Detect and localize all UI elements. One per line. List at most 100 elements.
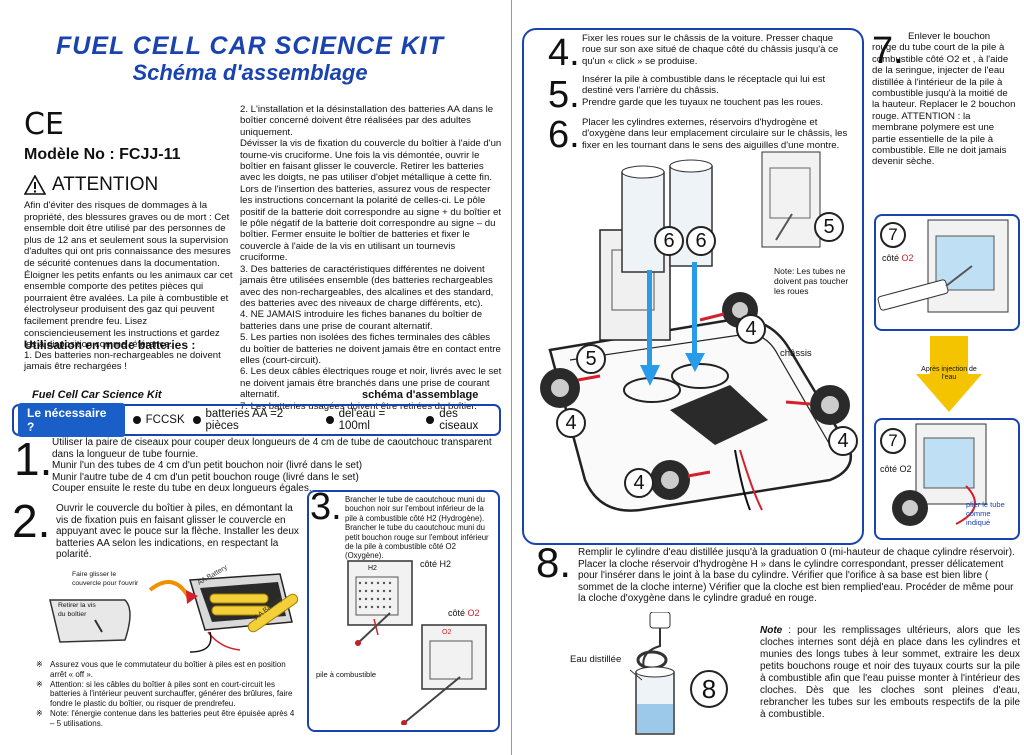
battery-note: ※ Assurez vous que le commutateur du boît… (36, 660, 300, 680)
step-3-panel (307, 490, 500, 732)
batteries-rule-7: 7. Les batteries usagées doivent être re… (240, 400, 477, 412)
arrow-down-icon (916, 336, 982, 412)
refill-note-label: Note (760, 625, 783, 636)
step-7-badge: 7 (880, 428, 906, 454)
label-o2-side-after: côté O2 (880, 464, 912, 474)
band-kit-name: Fuel Cell Car Science Kit (32, 389, 162, 401)
batteries-rule-4: 4. NE JAMAIS introduire les fiches banan… (240, 309, 483, 332)
label-bend-tube: plier le tube comme indiqué (966, 500, 1005, 527)
step-7-number: 7. (872, 30, 904, 72)
batteries-rule-2b: Dévisser la vis de fixation du couvercle… (240, 138, 502, 184)
battery-note: ※ Note: l'énergie contenue dans les batte… (36, 708, 300, 729)
label-distilled-water: Eau distillée (570, 654, 622, 665)
note-text: Note: l'énergie contenue dans les batter… (50, 708, 295, 728)
step-badge-6: 6 (654, 226, 684, 256)
battery-notes: ※ Assurez vous que le commutateur du boît… (36, 660, 300, 729)
step-7-text: Enlever le bouchon rouge du tube court d… (872, 31, 1016, 168)
page-fold (511, 0, 512, 755)
step-6-number: 6. (548, 114, 580, 156)
model-number: Modèle No : FCJJ-11 (24, 146, 181, 163)
step-7-inset-before (874, 214, 1020, 331)
batteries-rule-1: 1. Des batteries non-rechargeables ne do… (24, 350, 221, 373)
refill-note-text: : pour les remplissages ultérieurs, alor… (760, 625, 1020, 720)
label-o2-side: côté O2 (882, 253, 914, 263)
label-fuel-cell: pile à combustible (316, 670, 377, 679)
requirement-label: del'eau = 100ml (338, 408, 386, 432)
band-section-name: schéma d'assemblage (362, 389, 479, 401)
requirements-bar: Le nécessaire ? FCCSK batteries AA =2 pi… (12, 403, 501, 437)
note-mark-icon: ※ (36, 708, 43, 718)
label-remove-screw: Retirer la vis du boîtier (58, 602, 96, 618)
attention-heading-row: ATTENTION (24, 174, 158, 196)
requirement-item: des ciseaux (426, 408, 499, 432)
step-5-number: 5. (548, 74, 580, 116)
label-side-text: côté (882, 253, 902, 263)
batteries-rules-column: 2. L'installation et la désinstallation … (240, 104, 502, 412)
step-badge-4: 4 (828, 426, 858, 456)
diagram-note: Note: Les tubes ne doivent pas toucher l… (774, 266, 849, 296)
step-5-line: Prendre garde que les tuyaux ne touchent… (582, 96, 824, 108)
step-4-number: 4. (548, 32, 580, 74)
requirement-item: del'eau = 100ml (325, 408, 419, 432)
bullet-icon (426, 416, 435, 424)
requirement-label: des ciseaux (439, 408, 479, 432)
step-8-number: 8. (536, 539, 572, 586)
batteries-rule-5: 5. Les parties non isolées des fiches te… (240, 332, 501, 366)
batteries-rule-2: 2. L'installation et la désinstallation … (240, 104, 494, 138)
step-badge-4: 4 (556, 408, 586, 438)
requirement-label: batteries AA =2 pièces (205, 408, 284, 432)
battery-note: ※Attention: si les câbles du boîtier à p… (36, 679, 300, 709)
label-after-injection: Après injection de l'eau (921, 366, 977, 381)
step-badge-5: 5 (576, 344, 606, 374)
refill-note: Note : pour les remplissages ultérieurs,… (760, 625, 1020, 721)
step-7-inset-after (874, 418, 1020, 540)
car-assembly-illustration (540, 151, 853, 512)
label-side-o2: côté O2 (448, 608, 480, 618)
warning-triangle-icon (24, 175, 46, 195)
step-7-badge: 7 (880, 222, 906, 248)
step-1-number: 1. (14, 433, 53, 485)
step-1-text: Utiliser la paire de ciseaux pour couper… (52, 437, 492, 495)
bent-tube-illustration (892, 423, 987, 526)
note-text: Assurez vous que le commutateur du boîti… (50, 660, 286, 679)
batteries-rule-2c: Lors de l'insertion des batteries, assur… (240, 183, 502, 264)
step-3-number: 3. (310, 486, 342, 528)
battery-box-illustration (49, 573, 299, 653)
step-8-text: Remplir le cylindre d'eau distillée jusq… (578, 547, 1015, 605)
note-mark-icon: ※ (36, 660, 43, 669)
bullet-icon (192, 416, 201, 424)
step-1-line: Utiliser la paire de ciseaux pour couper… (52, 437, 492, 460)
step-badge-6: 6 (686, 226, 716, 256)
requirement-item: FCCSK (132, 414, 185, 426)
attention-heading: ATTENTION (52, 174, 159, 195)
water-fill-illustration (629, 612, 675, 735)
label-o2-red: O2 (467, 608, 480, 618)
step-1-line: Munir l'un des tubes de 4 cm d'un petit … (52, 460, 363, 472)
step-6-text: Placer les cylindres externes, réservoir… (582, 117, 848, 151)
syringe-illustration (877, 219, 1009, 313)
step-badge-5: 5 (814, 212, 844, 242)
note-text: Attention: si les câbles du boîtier à pi… (50, 679, 293, 709)
step-2-text: Ouvrir le couvercle du boîtier à piles, … (56, 503, 299, 561)
steps-4-6-panel (522, 28, 864, 545)
step-5-line: Insérer la pile à combustible dans le ré… (582, 74, 826, 97)
requirements-badge: Le nécessaire ? (18, 403, 125, 437)
step-badge-4: 4 (736, 314, 766, 344)
ce-mark-icon: CE (24, 107, 64, 142)
label-side-h2: côté H2 (420, 559, 452, 569)
step-1-line: Munir l'autre tube de 4 cm d'un petit bo… (52, 471, 359, 483)
requirement-item: batteries AA =2 pièces (192, 408, 318, 432)
step-3-text: Brancher le tube de caoutchouc muni du b… (345, 495, 489, 561)
page-title: FUEL CELL CAR SCIENCE KIT (56, 32, 444, 60)
fuel-cell-tag-o2: O2 (442, 629, 452, 636)
step-8-badge: 8 (690, 670, 728, 708)
batteries-heading: Utilisation en mode batteries : (24, 338, 196, 352)
fuel-cell-tag-h2: H2 (368, 565, 377, 572)
label-slide-cover: Faire glisser le couvercle pour l'ouvrir (72, 571, 139, 587)
bullet-icon (325, 416, 334, 424)
step-1-line: Couper ensuite le reste du tube en deux … (52, 483, 312, 495)
label-side-text: côté (448, 608, 468, 618)
step-5-text: Insérer la pile à combustible dans le ré… (582, 74, 852, 108)
attention-text: Afin d'éviter des risques de dommages à … (24, 200, 233, 351)
batteries-rule-6: 6. Les deux câbles électriques rouge et … (240, 366, 502, 401)
